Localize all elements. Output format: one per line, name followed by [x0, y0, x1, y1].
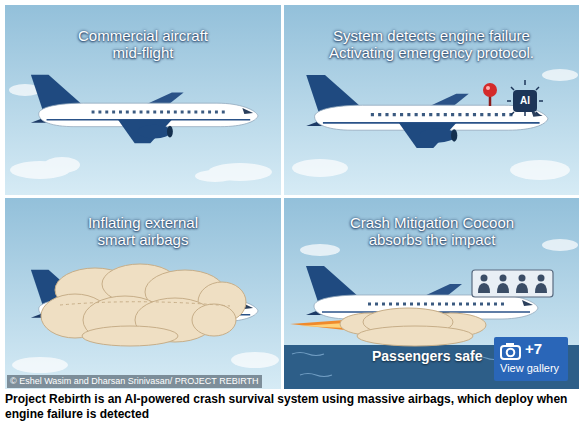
- gallery-count: +7: [525, 340, 542, 357]
- aircraft: [306, 75, 548, 148]
- status-text: Passengers safe: [372, 348, 483, 364]
- ai-badge-text: AI: [513, 90, 537, 112]
- aircraft: [306, 266, 538, 336]
- step-panel: System detects engine failure Activating…: [284, 5, 579, 195]
- ai-badge: [507, 80, 543, 116]
- step-panel: Commercial aircraft mid-flight: [5, 5, 281, 195]
- clouds: [9, 69, 578, 373]
- step-heading: Crash Mitigation Cocoon absorbs the impa…: [327, 214, 537, 249]
- step-panel: Inflating external smart airbags: [5, 198, 281, 389]
- photo-credit: © Eshel Wasim and Dharsan Srinivasan/ PR…: [7, 375, 262, 388]
- airbags: [41, 264, 246, 346]
- sky-panel: [5, 5, 281, 195]
- flames: [290, 320, 345, 330]
- aircraft: [31, 75, 258, 144]
- camera-icon: [499, 341, 523, 361]
- sky-panel: [284, 5, 579, 195]
- passenger-box: [472, 270, 553, 297]
- step-heading: System detects engine failure Activating…: [309, 27, 554, 62]
- gallery-button: +7View gallery: [494, 337, 568, 381]
- figure-caption: Project Rebirth is an AI-powered crash s…: [5, 392, 579, 422]
- step-heading: Inflating external smart airbags: [68, 214, 218, 249]
- step-heading: Commercial aircraft mid-flight: [63, 27, 223, 62]
- airbags: [340, 308, 486, 346]
- sky-panel: [284, 198, 579, 389]
- gallery-link: View gallery: [500, 362, 559, 375]
- alarm-light: [483, 83, 497, 106]
- sky-panel: [5, 198, 281, 389]
